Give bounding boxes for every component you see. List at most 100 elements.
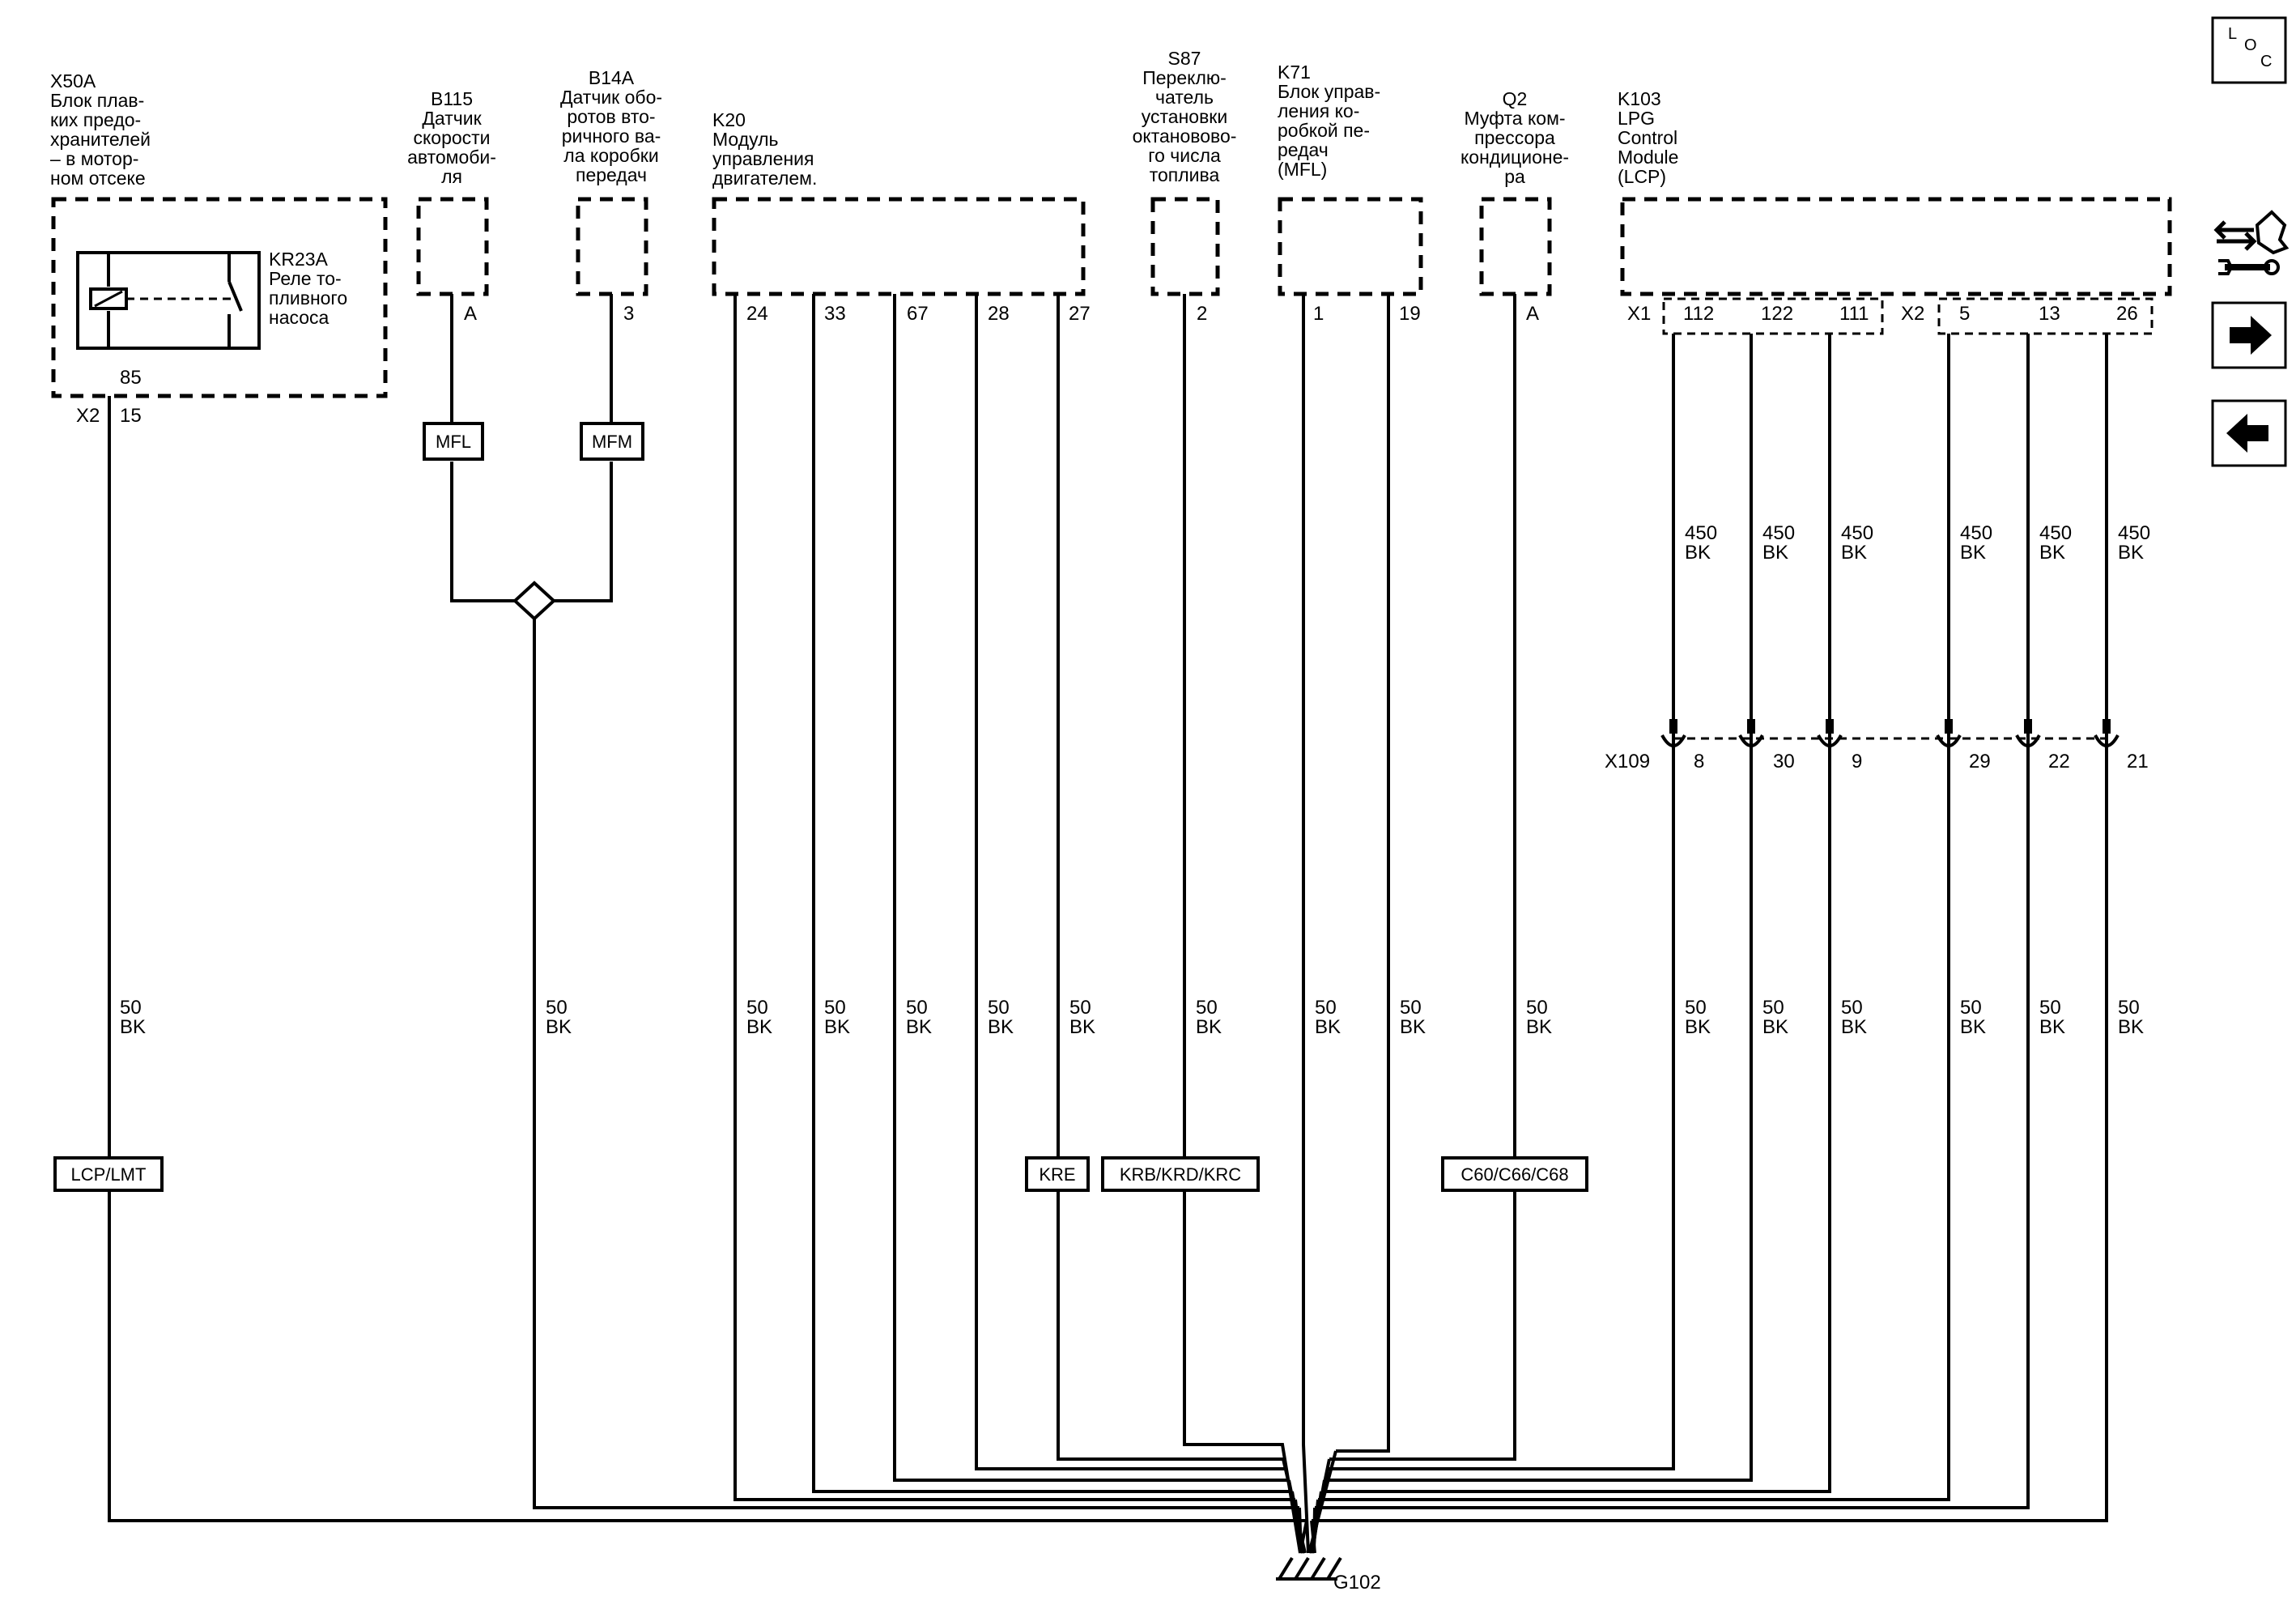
- svg-text:50: 50: [546, 997, 568, 1019]
- pin-labels: 85 X2 15 A 3 24 33 67 28 27 2 1 19 A X1 …: [76, 303, 2138, 427]
- svg-text:450: 450: [1762, 522, 1795, 544]
- svg-text:LPG: LPG: [1618, 108, 1655, 129]
- wire-k103-111: [1321, 334, 1831, 1493]
- svg-text:1: 1: [1313, 303, 1324, 325]
- svg-text:50: 50: [906, 997, 928, 1019]
- svg-text:85: 85: [120, 367, 142, 389]
- wire-k20-33: [812, 294, 1292, 1493]
- svg-text:KRB/KRD/KRC: KRB/KRD/KRC: [1120, 1164, 1241, 1185]
- svg-text:BK: BK: [1841, 1016, 1867, 1038]
- svg-text:Датчик: Датчик: [422, 108, 482, 129]
- svg-text:BK: BK: [988, 1016, 1014, 1038]
- svg-text:насоса: насоса: [269, 307, 330, 328]
- svg-text:BK: BK: [1960, 1016, 1986, 1038]
- svg-text:ном отсеке: ном отсеке: [50, 168, 146, 189]
- wire-b115-lower: [450, 462, 518, 602]
- connector-pin-icon: [1817, 734, 1843, 747]
- svg-text:X2: X2: [1901, 303, 1924, 325]
- x109-connector: X109 8 30 9 29 22 21: [1605, 719, 2149, 772]
- svg-text:33: 33: [824, 303, 846, 325]
- svg-text:BK: BK: [1841, 542, 1867, 564]
- svg-text:робкой пе-: робкой пе-: [1278, 120, 1370, 141]
- ground-g102: G102: [1276, 1556, 1381, 1594]
- connector-pin-icon: [2094, 734, 2120, 747]
- svg-text:Модуль: Модуль: [712, 129, 779, 150]
- connector-pin-icon: [1738, 734, 1764, 747]
- option-tag-lcp-lmt[interactable]: LCP/LMT: [53, 1156, 164, 1192]
- svg-text:ления ко-: ления ко-: [1278, 100, 1359, 121]
- svg-text:C60/C66/C68: C60/C66/C68: [1461, 1164, 1568, 1185]
- option-tag-mfl[interactable]: MFL: [423, 422, 484, 461]
- option-tag-krb-krd-krc[interactable]: KRB/KRD/KRC: [1101, 1156, 1260, 1192]
- arrow-left-icon: [2226, 414, 2268, 453]
- svg-text:BK: BK: [1685, 1016, 1711, 1038]
- option-tag-kre[interactable]: KRE: [1025, 1156, 1090, 1192]
- svg-text:двигателем.: двигателем.: [712, 168, 817, 189]
- svg-text:топлива: топлива: [1150, 164, 1220, 185]
- svg-text:50: 50: [1315, 997, 1337, 1019]
- wire-k103-122: [1324, 334, 1753, 1482]
- wire-q2-lower: [1329, 1192, 1516, 1461]
- k103-label: K103 LPG Control Module (LCP): [1618, 88, 1678, 187]
- svg-text:ра: ра: [1504, 166, 1525, 187]
- b14a-label: B14A Датчик обо- ротов вто- ричного ва- …: [560, 67, 662, 185]
- svg-text:BK: BK: [2118, 542, 2144, 564]
- svg-text:ких предо-: ких предо-: [50, 109, 141, 130]
- option-tag-mfm[interactable]: MFM: [580, 422, 644, 461]
- svg-text:– в мотор-: – в мотор-: [50, 148, 138, 169]
- wire-k20-24: [733, 294, 1295, 1501]
- svg-text:Блок управ-: Блок управ-: [1278, 81, 1380, 102]
- svg-text:автомоби-: автомоби-: [407, 147, 496, 168]
- option-tag-c60-c66-c68[interactable]: C60/C66/C68: [1441, 1156, 1588, 1192]
- svg-text:22: 22: [2048, 751, 2070, 772]
- svg-text:8: 8: [1694, 751, 1704, 772]
- svg-text:L: L: [2228, 25, 2237, 43]
- svg-text:BK: BK: [2039, 1016, 2065, 1038]
- svg-text:BK: BK: [2039, 542, 2065, 564]
- svg-text:KRE: KRE: [1039, 1164, 1075, 1185]
- splice-icon: [512, 581, 556, 621]
- svg-text:50: 50: [746, 997, 768, 1019]
- b14a-box: [576, 197, 648, 296]
- svg-text:BK: BK: [120, 1016, 146, 1038]
- connector-tool-button[interactable]: [2213, 210, 2290, 275]
- svg-text:BK: BK: [1315, 1016, 1341, 1038]
- x50a-label: X50A Блок плав- ких предо- хранителей – …: [50, 70, 151, 189]
- svg-text:50: 50: [1685, 997, 1707, 1019]
- svg-text:MFM: MFM: [592, 432, 632, 452]
- svg-text:26: 26: [2116, 303, 2138, 325]
- svg-text:50: 50: [1400, 997, 1422, 1019]
- svg-text:50: 50: [824, 997, 846, 1019]
- svg-text:50: 50: [1526, 997, 1548, 1019]
- q2-label: Q2 Муфта ком- прессора кондиционе- ра: [1461, 88, 1569, 187]
- next-page-button[interactable]: [2211, 301, 2287, 369]
- svg-text:X50A: X50A: [50, 70, 96, 91]
- k71-label: K71 Блок управ- ления ко- робкой пе- ред…: [1278, 62, 1380, 180]
- relay-kr23a: KR23A Реле то- пливного насоса: [76, 249, 347, 350]
- svg-text:передач: передач: [576, 164, 647, 185]
- svg-text:BK: BK: [746, 1016, 772, 1038]
- wire-k103-26: [1312, 334, 2108, 1522]
- svg-text:Module: Module: [1618, 147, 1678, 168]
- svg-text:установки: установки: [1142, 106, 1227, 127]
- arrow-right-icon: [2230, 316, 2272, 355]
- svg-text:X2: X2: [76, 405, 100, 427]
- prev-page-button[interactable]: [2211, 399, 2287, 467]
- connector-pin-icon: [1936, 734, 1962, 747]
- location-icon: L O C: [2228, 25, 2272, 70]
- svg-text:50: 50: [1841, 997, 1863, 1019]
- k20-box: [712, 197, 1086, 296]
- svg-text:кондиционе-: кондиционе-: [1461, 147, 1569, 168]
- svg-text:LCP/LMT: LCP/LMT: [71, 1164, 147, 1185]
- location-button[interactable]: L O C: [2211, 16, 2287, 84]
- svg-text:50: 50: [2039, 997, 2061, 1019]
